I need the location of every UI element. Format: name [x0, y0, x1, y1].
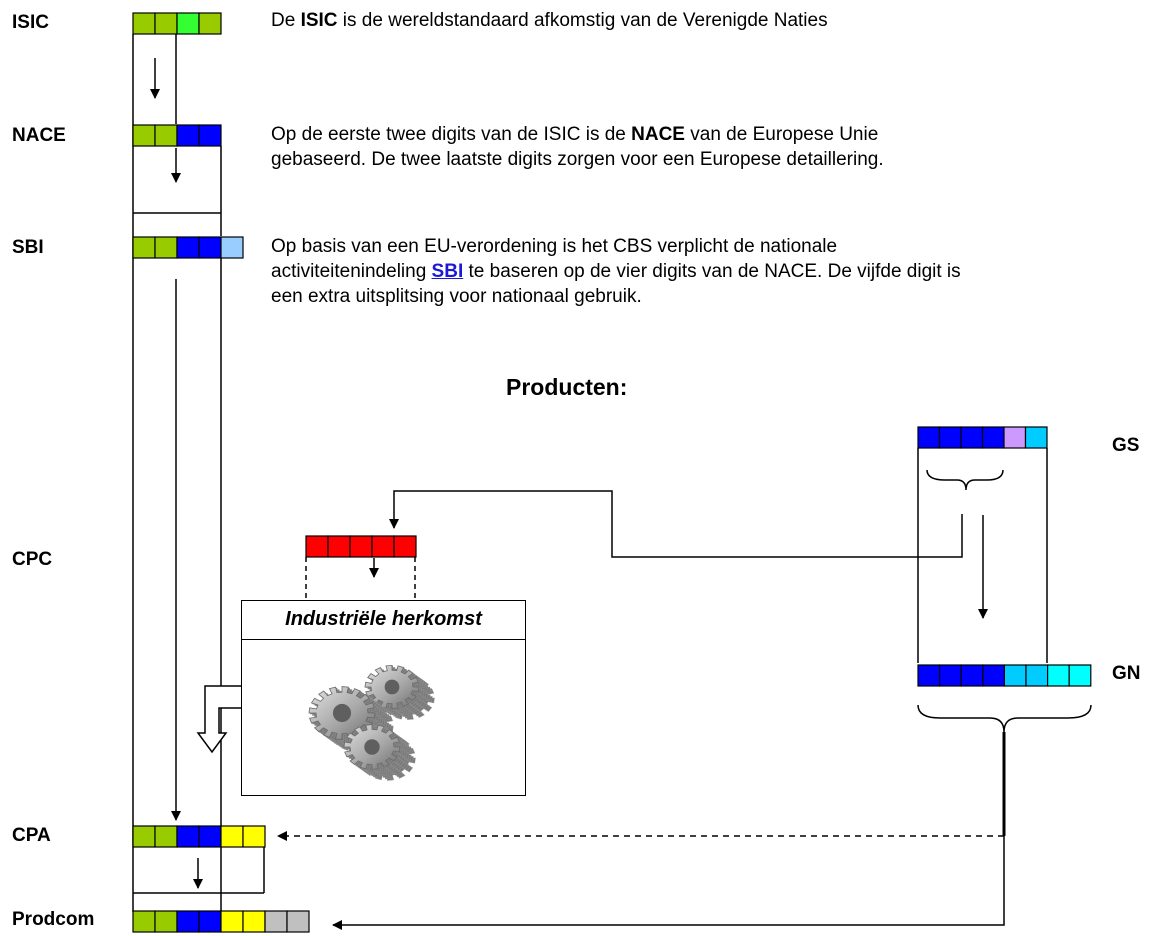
sbi-link[interactable]: SBI: [431, 261, 464, 282]
isic-code-cell: [198, 12, 222, 35]
prodcom-code-cell: [176, 910, 200, 933]
nace-code-cell: [132, 124, 156, 147]
sbi-code-cell: [198, 236, 222, 259]
label-cpa: CPA: [12, 825, 51, 846]
gears-icon: [308, 664, 435, 781]
isic-desc-pre: De: [271, 10, 301, 31]
cpc-code-cell: [327, 535, 351, 558]
gn-code-cell: [917, 664, 941, 687]
prodcom-code-cell: [132, 910, 156, 933]
prodcom-code-cell: [242, 910, 266, 933]
cpc-code-cell: [349, 535, 373, 558]
cpa-code-cell: [132, 825, 156, 848]
isic-code-cell: [176, 12, 200, 35]
sbi-code-cell: [176, 236, 200, 259]
gn-to-prodcom-arrow: [332, 836, 1005, 930]
gn-code-cell: [1046, 664, 1070, 687]
isic-code-cell: [132, 12, 156, 35]
gs-code-cell: [960, 426, 984, 449]
cpa-code-cell: [198, 825, 222, 848]
cpa-code-cell: [242, 825, 266, 848]
products-heading: Producten:: [506, 374, 628, 400]
gs-brace: [926, 469, 1004, 491]
nace-desc-pre: Op de eerste twee digits van de ISIC is …: [271, 124, 632, 145]
sbi-code-cell: [132, 236, 156, 259]
nace-description: Op de eerste twee digits van de ISIC is …: [271, 122, 884, 172]
sbi-desc-line2: activiteitenindeling SBI te baseren op d…: [271, 259, 961, 284]
sbi-desc-post: te baseren op de vier digits van de NACE…: [463, 261, 961, 282]
nace-code-cell: [154, 124, 178, 147]
gear-shape: [343, 724, 416, 781]
prodcom-code-cell: [286, 910, 310, 933]
label-prodcom: Prodcom: [12, 909, 95, 930]
industrial-origin-box: Industriële herkomst: [241, 600, 526, 796]
nace-desc-post: van de Europese Unie: [684, 124, 879, 145]
sbi-desc-pre: activiteitenindeling: [271, 261, 432, 282]
gn-code-cell: [982, 664, 1005, 687]
label-cpc: CPC: [12, 549, 53, 570]
isic-desc-post: is de wereldstandaard afkomstig van de V…: [337, 10, 828, 31]
cpc-code-cell: [305, 535, 329, 558]
nace-code-cell: [176, 124, 200, 147]
cpa-code-cell: [154, 825, 178, 848]
gs-code-cell: [1003, 426, 1027, 449]
cpa-code-cell: [220, 825, 244, 848]
gn-code-cell: [1068, 664, 1092, 687]
gn-brace: [917, 704, 1092, 733]
gn-code-cell: [960, 664, 984, 687]
prodcom-code-cell: [220, 910, 244, 933]
gs-to-cpc-connector: [389, 490, 963, 558]
gs-code-cell: [1024, 426, 1048, 449]
isic-code-cell: [154, 12, 178, 35]
cpc-code-cell: [393, 535, 417, 558]
nace-desc-line1: Op de eerste twee digits van de ISIC is …: [271, 122, 884, 147]
label-sbi: SBI: [12, 237, 44, 258]
sbi-description: Op basis van een EU-verordening is het C…: [271, 234, 961, 309]
label-isic: ISIC: [12, 12, 49, 33]
isic-description: De ISIC is de wereldstandaard afkomstig …: [271, 8, 828, 33]
label-gn: GN: [1112, 663, 1141, 684]
gn-code-cell: [1025, 664, 1049, 687]
gs-code-cell: [938, 426, 962, 449]
industrial-origin-title: Industriële herkomst: [242, 601, 525, 640]
nace-desc-line2: gebaseerd. De twee laatste digits zorgen…: [271, 149, 884, 170]
gs-code-cell: [981, 426, 1005, 449]
nace-code-cell: [198, 124, 222, 147]
gear-shape: [364, 664, 435, 720]
gn-code-cell: [938, 664, 962, 687]
label-gs: GS: [1112, 435, 1140, 456]
prodcom-code-cell: [154, 910, 178, 933]
label-nace: NACE: [12, 125, 66, 146]
sbi-code-cell: [220, 236, 244, 259]
cpc-code-cell: [371, 535, 395, 558]
isic-desc-bold: ISIC: [300, 10, 338, 31]
sbi-desc-line1: Op basis van een EU-verordening is het C…: [271, 236, 838, 257]
nace-desc-bold: NACE: [631, 124, 685, 145]
gs-code-cell: [917, 426, 941, 449]
gn-code-cell: [1003, 664, 1027, 687]
hollow-arrow-icon: [196, 685, 249, 754]
cpa-code-cell: [176, 825, 200, 848]
sbi-desc-line3: een extra uitsplitsing voor nationaal ge…: [271, 286, 642, 307]
code-cells: [132, 12, 1092, 933]
prodcom-code-cell: [198, 910, 222, 933]
sbi-code-cell: [154, 236, 178, 259]
prodcom-code-cell: [264, 910, 288, 933]
connector-lines: [132, 34, 1092, 930]
